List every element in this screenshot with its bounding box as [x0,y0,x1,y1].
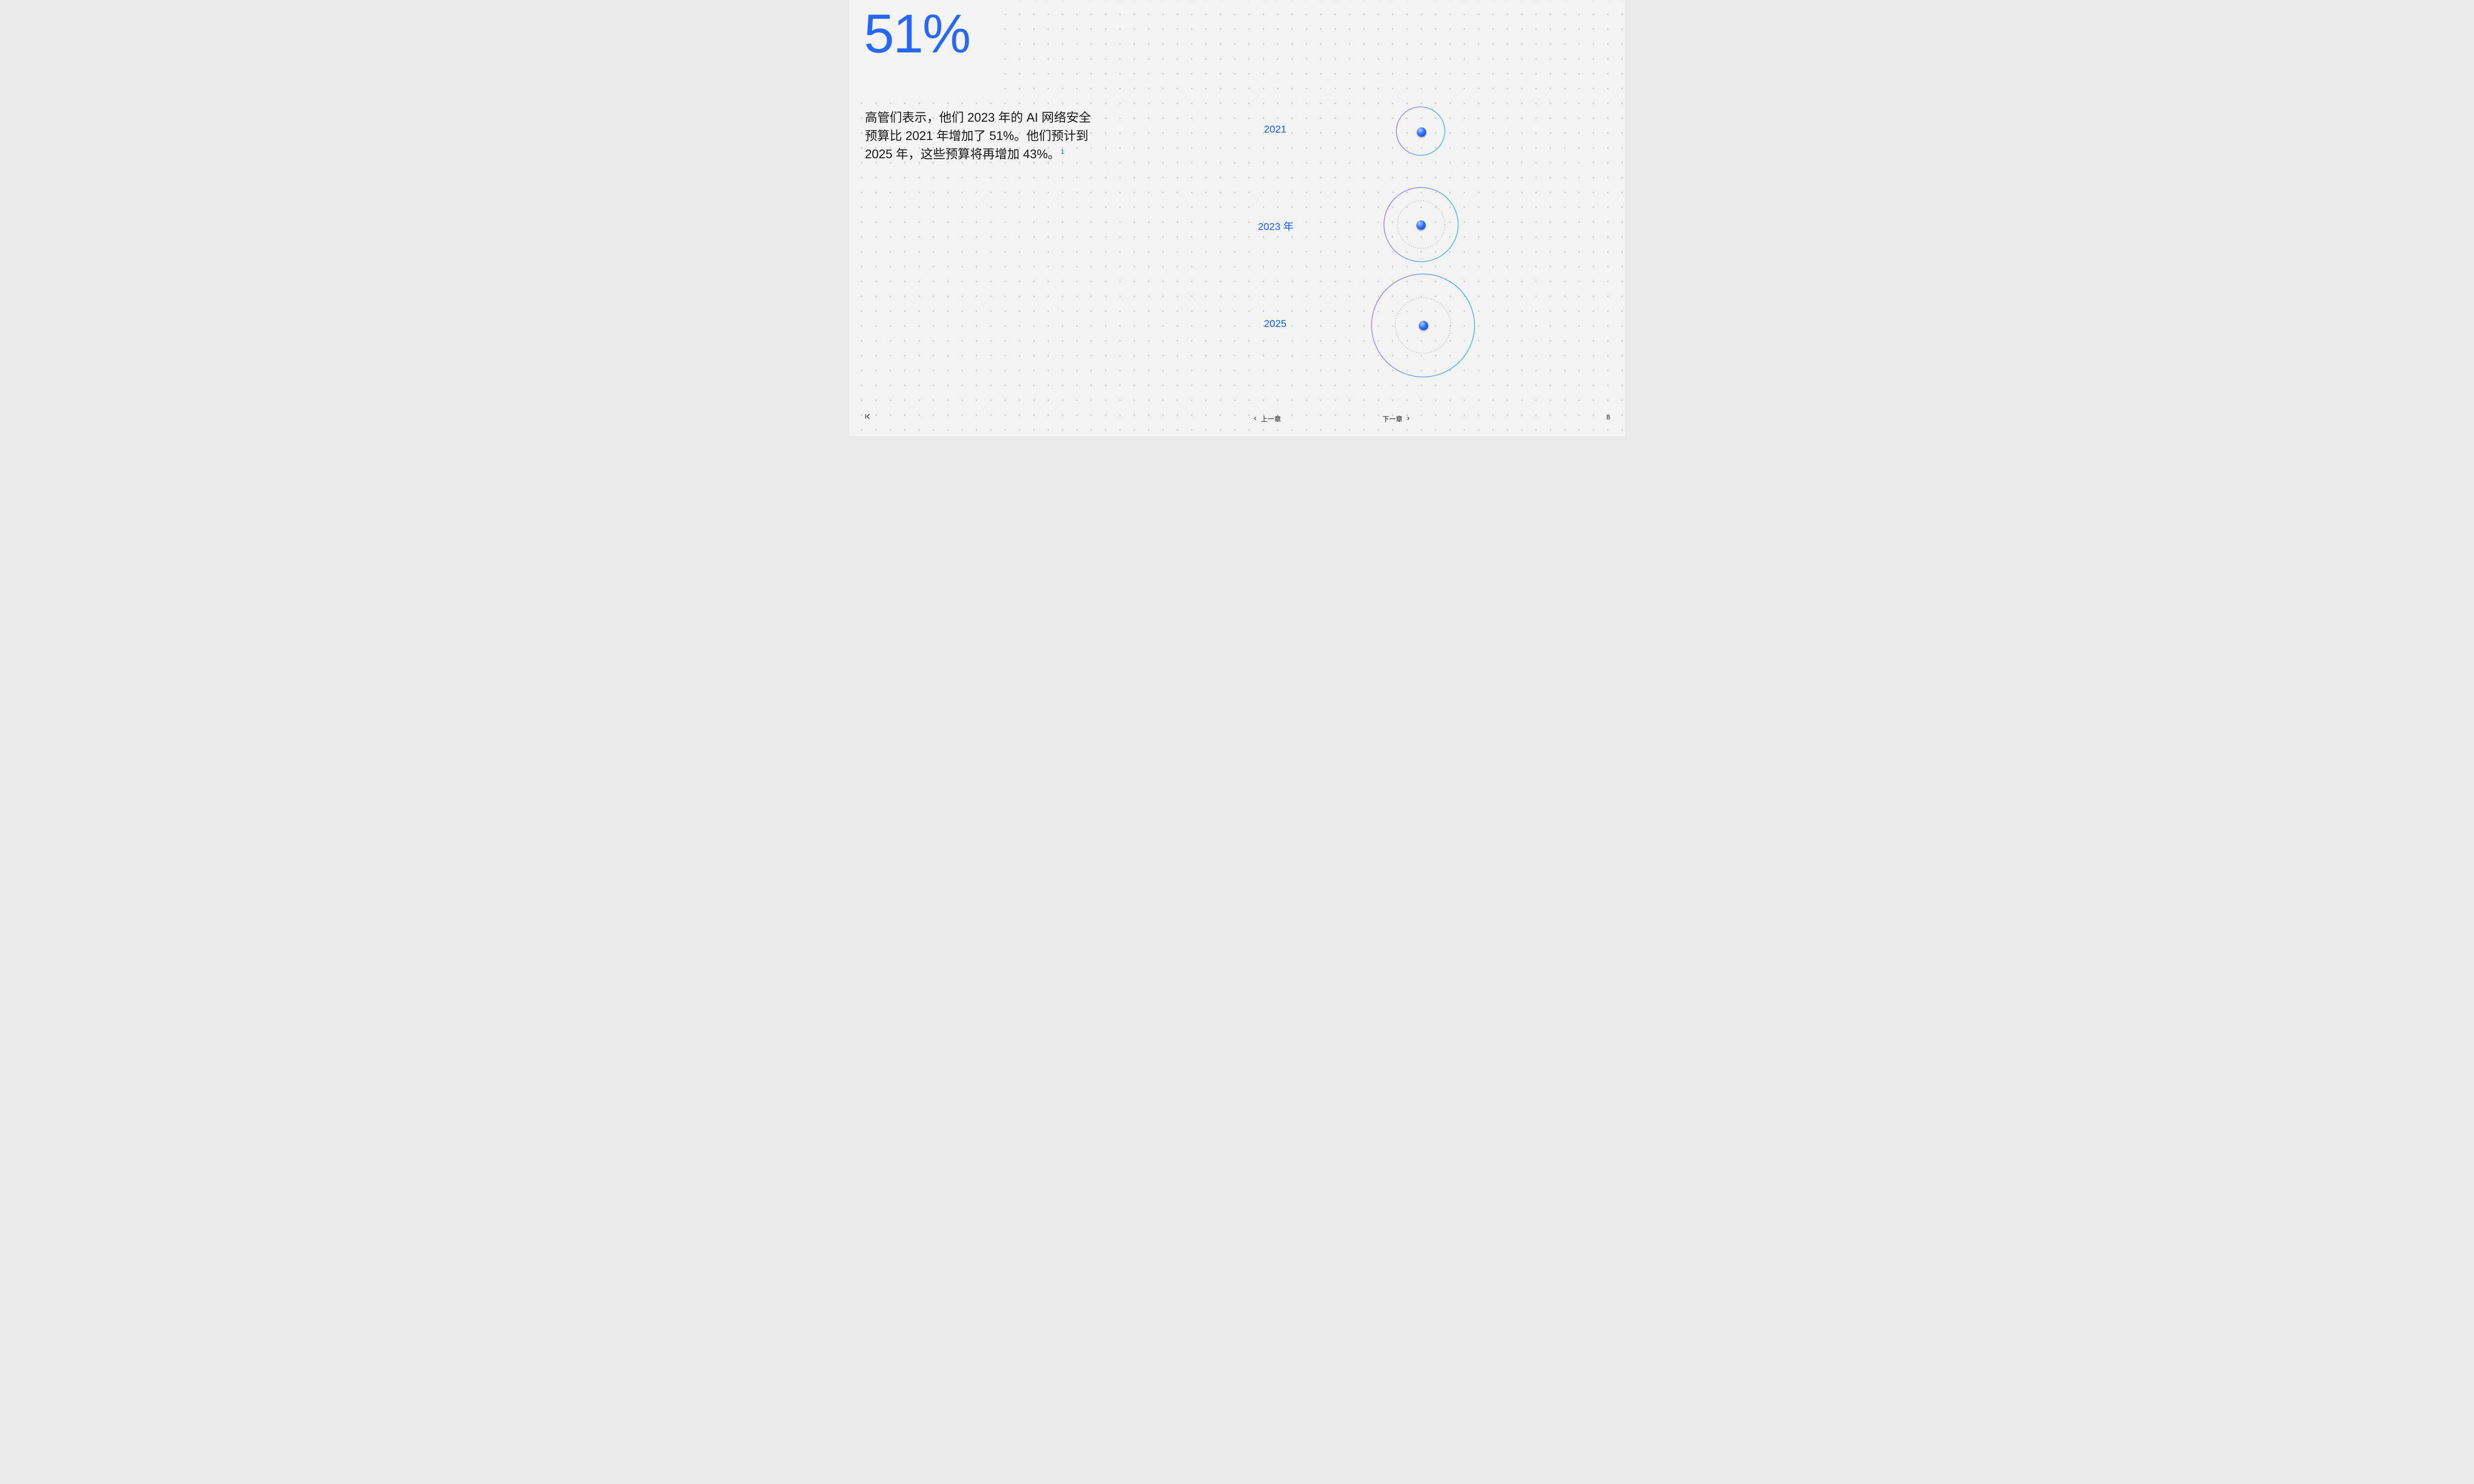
year-label-2025: 2025 [1264,318,1286,329]
bubble-2025 [1293,274,1475,377]
page-number: 8 [1606,414,1610,421]
year-label-2023: 2023 年 [1258,221,1293,232]
previous-chapter-label: 上一章 [1261,416,1281,423]
bubble-2023 [1295,187,1459,262]
headline-background [849,0,998,99]
skip-to-start-button[interactable] [862,412,873,422]
budget-circle-2025 [1371,274,1475,377]
skip-to-start-icon [864,413,871,421]
reference-dotted-circle-2023 [1397,200,1445,249]
report-slide: 51% 高管们表示，他们 2023 年的 AI 网络安全预算比 2021 年增加… [849,0,1625,436]
center-dot-2025 [1419,321,1428,330]
chevron-right-icon: › [1407,414,1410,422]
chevron-left-icon: ‹ [1254,414,1257,422]
budget-bubble-chart [1293,106,1475,377]
body-text-content: 高管们表示，他们 2023 年的 AI 网络安全预算比 2021 年增加了 51… [865,111,1092,161]
reference-dotted-circle-2025 [1395,297,1451,354]
previous-chapter-button[interactable]: ‹ 上一章 [1252,413,1283,424]
center-dot-2021 [1417,127,1427,137]
budget-circle-2023 [1383,187,1459,262]
stat-headline: 51% [864,3,971,64]
center-dot-2023 [1416,220,1426,230]
next-chapter-button[interactable]: 下一章 › [1380,413,1412,424]
footnote-ref: 1 [1060,147,1065,155]
year-label-2021: 2021 [1264,124,1286,135]
next-chapter-label: 下一章 [1382,416,1403,423]
budget-circle-2021 [1396,106,1445,156]
bubble-2021 [1293,106,1445,156]
body-text: 高管们表示，他们 2023 年的 AI 网络安全预算比 2021 年增加了 51… [865,109,1101,164]
